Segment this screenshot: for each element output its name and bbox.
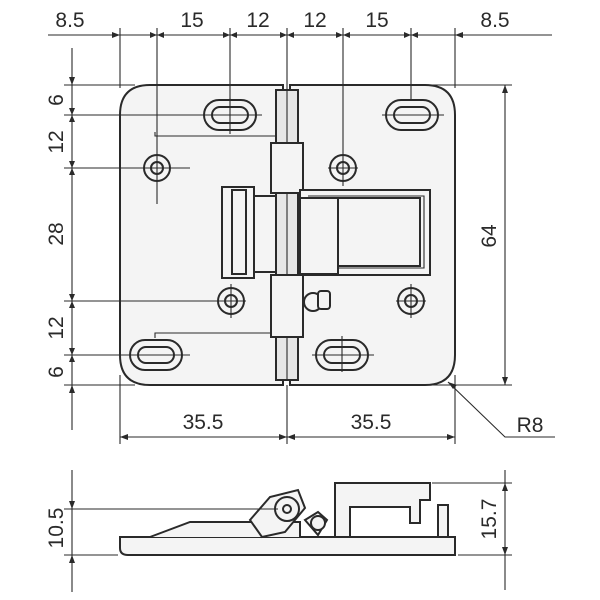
dim-left-3: 28 bbox=[45, 222, 68, 245]
catch-tongue bbox=[231, 189, 247, 275]
dim-bottom-right: 35.5 bbox=[351, 411, 392, 434]
latch-body-inner bbox=[308, 195, 425, 269]
latch-link bbox=[299, 197, 339, 275]
dimension-lines bbox=[48, 28, 555, 444]
dim-left-4: 12 bbox=[45, 316, 68, 339]
side-base-plate bbox=[119, 536, 456, 556]
dim-side-left: 10.5 bbox=[45, 508, 68, 549]
dim-top-1: 8.5 bbox=[55, 9, 84, 32]
latch-plate bbox=[337, 197, 421, 267]
dim-right-height: 64 bbox=[478, 224, 501, 248]
dim-left-1: 6 bbox=[45, 94, 68, 106]
dimension-labels: 8.5 15 12 12 15 8.5 6 12 28 12 6 64 35.5… bbox=[45, 9, 543, 437]
dim-bottom-left: 35.5 bbox=[183, 411, 224, 434]
side-end-tab bbox=[437, 504, 449, 538]
knuckle-segment-upper bbox=[270, 142, 304, 194]
hinge-top-view bbox=[119, 84, 456, 386]
left-leaf-step-bottom bbox=[154, 332, 275, 338]
dim-top-6: 8.5 bbox=[480, 9, 509, 32]
dim-side-right: 15.7 bbox=[478, 499, 501, 540]
catch-link bbox=[253, 195, 277, 273]
left-leaf-step-top bbox=[154, 132, 275, 137]
lever-tab bbox=[317, 290, 331, 310]
dim-left-5: 6 bbox=[45, 366, 68, 378]
hinge-side-view: 10.5 15.7 bbox=[45, 470, 512, 592]
knuckle-segment-lower bbox=[270, 274, 304, 338]
dim-top-3: 12 bbox=[246, 9, 269, 32]
dim-top-2: 15 bbox=[180, 9, 203, 32]
side-latch-block bbox=[334, 482, 431, 538]
dim-top-5: 15 bbox=[365, 9, 388, 32]
dim-top-4: 12 bbox=[303, 9, 326, 32]
dim-radius: R8 bbox=[517, 414, 544, 437]
hole-centre-lines bbox=[126, 98, 444, 372]
dim-left-2: 12 bbox=[45, 130, 68, 153]
